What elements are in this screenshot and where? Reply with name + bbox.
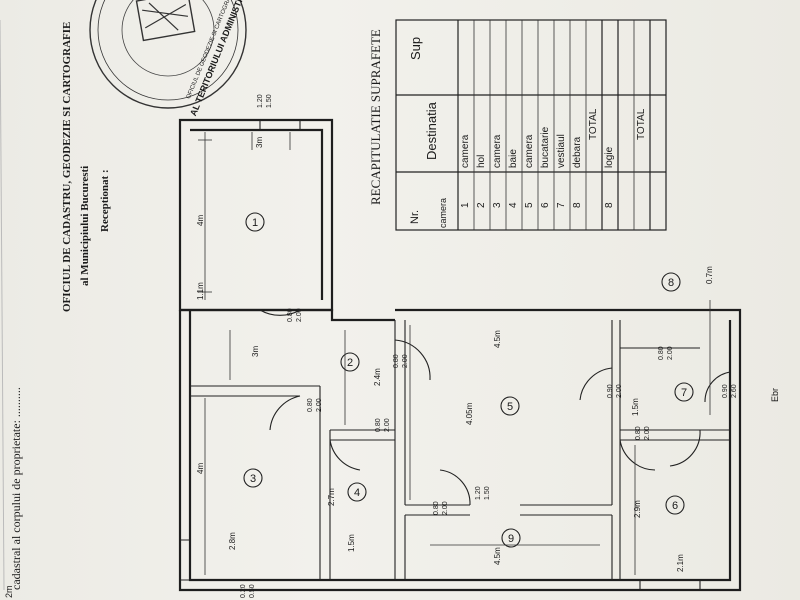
dim-text: 4.5m	[493, 330, 502, 348]
door-size: 2.60	[731, 384, 738, 398]
window-size: 1.20	[475, 486, 482, 500]
window-size: 0.20	[240, 584, 247, 598]
recap-row-dest: camera	[460, 134, 471, 168]
door-size: 2.00	[402, 354, 409, 368]
col-nr2-header: camera	[438, 198, 448, 228]
dim-text: 2.8m	[228, 532, 237, 550]
dim-text: 1.5m	[347, 534, 356, 552]
door-size: 2.00	[442, 501, 449, 515]
room-3-label: 3	[250, 473, 256, 485]
door-size: 0.90	[607, 384, 614, 398]
recap-row-nr: 7	[556, 202, 567, 208]
plan-walls	[178, 118, 742, 592]
door-size: 2.00	[384, 418, 391, 432]
recap-row-nr: 8	[572, 202, 583, 208]
door-size: 0.80	[433, 501, 440, 515]
recap-row-nr: 5	[524, 202, 535, 208]
dim-text: 3m	[251, 346, 260, 357]
window-size: 0.50	[249, 584, 256, 598]
door-size: 0.90	[722, 384, 729, 398]
window-size: 1.20	[257, 94, 264, 108]
window-size: 1.50	[484, 486, 491, 500]
dimension-lines	[198, 132, 711, 575]
dim-text: 2.7m	[327, 488, 336, 506]
door-size: 0.80	[393, 354, 400, 368]
dim-text: 4.5m	[493, 547, 502, 565]
room-4-label: 4	[354, 487, 360, 499]
recap-row-nr: 8	[604, 202, 615, 208]
receptionat-label: Receptionat :	[99, 169, 111, 232]
recap-row-dest: vestiaul	[556, 134, 567, 168]
bottom-left-mark: 2m	[4, 585, 14, 598]
left-fragment-text: cadastral al corpului de proprietate: ..…	[9, 387, 23, 590]
recap-row-dest: debara	[572, 136, 583, 168]
room-8-label: 8	[668, 277, 674, 289]
dim-text: 0.7m	[705, 266, 714, 284]
col-dest-header: Destinatia	[424, 101, 439, 160]
recap-headers: Nr. camera Destinatia Sup	[408, 37, 448, 228]
recap-row-dest: camera	[492, 134, 503, 168]
door-size: 2.00	[616, 384, 623, 398]
recap-row-dest: bucatarie	[540, 126, 551, 168]
room-1-label: 1	[252, 217, 258, 229]
room-2-label: 2	[347, 357, 353, 369]
window-size: 1.50	[266, 94, 273, 108]
opening-sizes: 1.20 1.50 1.20 1.50 0.20 0.50 0.80 2.00 …	[240, 94, 738, 598]
recap-row-nr: 6	[540, 202, 551, 208]
dim-text: 1.1m	[196, 282, 205, 300]
dim-text: 2.4m	[373, 368, 382, 386]
recap-table	[395, 19, 667, 231]
dimension-texts: 4m 3m 1.1m 3m 2.4m 4m 2.8m 2.7m 1.5m 4.0…	[196, 137, 714, 572]
recap-row-nr: 4	[508, 202, 519, 208]
recap-row-nr: 2	[476, 202, 487, 208]
door-size: 0.80	[287, 308, 294, 322]
recap-row-dest: hol	[476, 155, 487, 168]
dim-text: 4m	[196, 463, 205, 474]
dim-text: 4m	[196, 215, 205, 226]
recap-row-total: TOTAL	[588, 108, 599, 140]
door-size: 2.00	[667, 346, 674, 360]
door-size: 2.00	[296, 308, 303, 322]
municipality-line: al Municipiului Bucuresti	[79, 166, 91, 286]
col-nr-header: Nr.	[409, 210, 421, 224]
dim-text: 4.05m	[465, 402, 474, 425]
recap-title-text: RECAPITULATIE SUPRAFETE	[368, 29, 383, 205]
dim-text: 3m	[255, 137, 264, 148]
door-size: 0.80	[375, 418, 382, 432]
door-size: 0.80	[658, 346, 665, 360]
door-swings	[259, 309, 731, 506]
dim-text: 2.9m	[633, 500, 642, 518]
door-size: 0.80	[307, 398, 314, 412]
door-size: 2.00	[644, 426, 651, 440]
recap-row-total: TOTAL	[636, 108, 647, 140]
room-5-label: 5	[507, 401, 513, 413]
room-labels: 1 2 3 4 5 6 7 8 9	[243, 212, 694, 548]
recap-row-nr: 3	[492, 202, 503, 208]
recap-title: RECAPITULATIE SUPRAFETE	[368, 29, 383, 205]
recap-row-dest: baie	[508, 149, 519, 168]
recap-row-nr: 1	[460, 202, 471, 208]
door-size: 0.80	[635, 426, 642, 440]
recap-row-dest: logie	[604, 146, 615, 168]
office-title: OFICIUL DE CADASTRU, GEODEZIE SI CARTOGR…	[61, 22, 73, 312]
official-stamp: AL TERITORIULUI ADMINISTRATIEI PUBLICE O…	[89, 0, 270, 117]
recap-row-dest: camera	[524, 134, 535, 168]
recap-rows: 1 camera 2 hol 3 camera 4 baie 5 camera 6 bucatarie…	[460, 108, 647, 208]
dim-text: 1.5m	[631, 398, 640, 416]
dim-text: 2.1m	[676, 554, 685, 572]
room-9-label: 9	[508, 533, 514, 545]
col-sup-header: Sup	[408, 37, 423, 60]
right-mark: Ebr	[770, 388, 780, 402]
room-6-label: 6	[672, 500, 678, 512]
door-size: 2.00	[316, 398, 323, 412]
room-7-label: 7	[681, 387, 687, 399]
